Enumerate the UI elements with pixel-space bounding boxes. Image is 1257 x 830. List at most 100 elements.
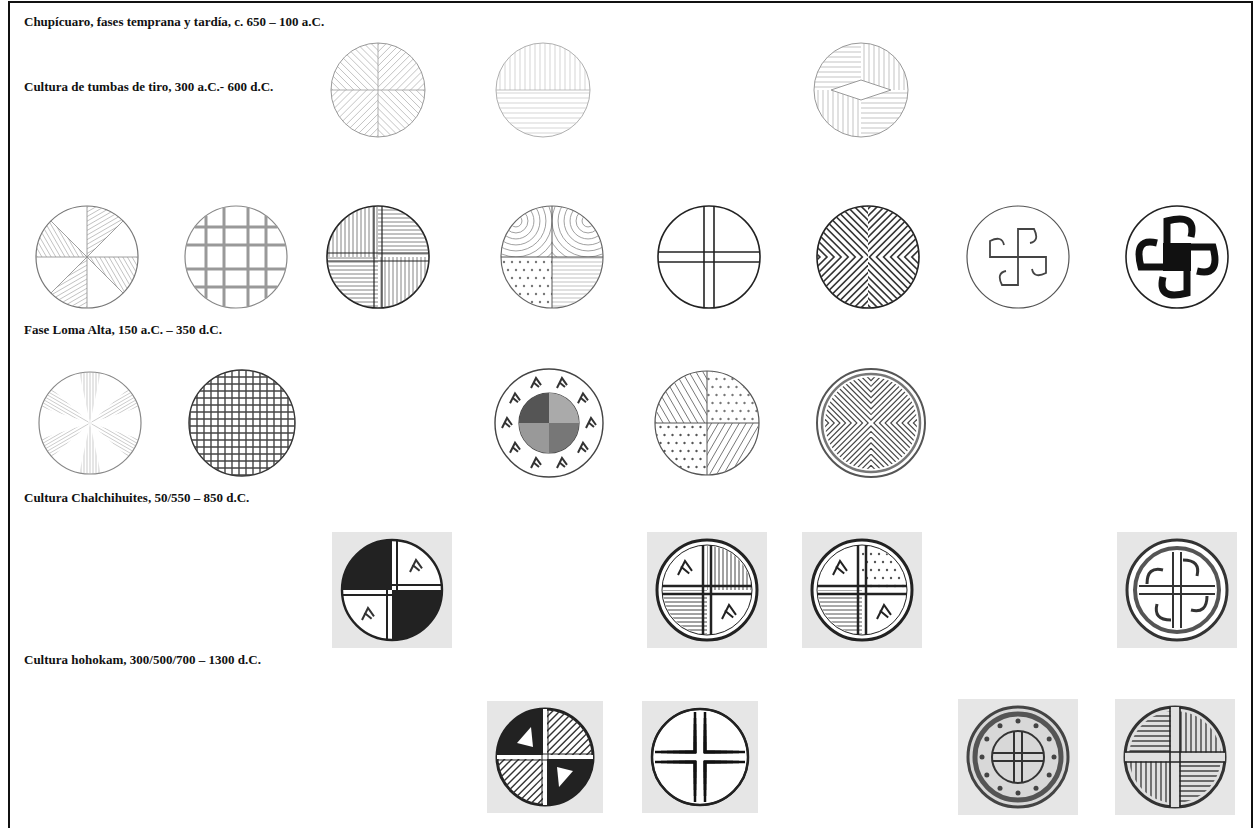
hatch-line [163,453,322,454]
dot [655,370,657,372]
dot [659,458,661,460]
hatch-line [163,376,322,377]
hatch-group [790,342,953,505]
hatch-line [12,364,145,441]
hatch-line [14,207,147,284]
hatch-line [312,56,412,156]
dot [703,434,705,436]
dot [894,569,896,571]
dot [543,293,545,295]
hatch-line [811,200,919,308]
dot [898,577,900,579]
hatch-line [203,344,204,503]
hatch-line [105,347,106,500]
dot [703,402,705,404]
cross-line [703,206,705,308]
hatch-line [81,172,158,305]
hatch-line [36,364,169,441]
arc-line [534,167,642,275]
hatch-line [641,546,773,547]
dot [751,418,753,420]
figure-glyph [833,561,847,575]
whorl-outline [1135,548,1219,632]
dot [659,410,661,412]
hatch-line [330,38,430,138]
hatch-line [9,359,142,436]
dot [519,213,521,215]
dot [555,253,557,255]
cross-line [342,584,442,586]
hatch-line [347,21,447,121]
dot [882,577,884,579]
hatch-line [294,344,295,503]
hatch-group [625,329,791,515]
hatch-line [373,181,374,334]
hatch-line [302,282,455,283]
cross-line [713,206,715,308]
whorl-outline [185,206,287,308]
hatch-line [294,344,295,503]
dot [727,418,729,420]
hatch-line [330,42,430,142]
hatch-line [302,242,455,243]
grid-band [247,207,250,306]
dot [707,410,709,412]
hatch-line [252,344,253,503]
hatch-line [779,168,887,276]
hatch-line [163,418,322,419]
hatch-line [48,343,181,420]
dot [687,450,689,452]
hatch-line [1,346,134,423]
hatch-line [163,446,322,447]
dot [523,205,525,207]
dot [687,418,689,420]
dot [679,418,681,420]
dot [671,402,673,404]
dot [723,378,725,380]
hatch-line [783,172,891,280]
chevron-line [673,730,695,752]
dot [894,617,896,619]
hatch-line [641,598,773,599]
dot [878,601,880,603]
hatch-line [163,411,322,412]
hatch-line [791,62,932,63]
dot [878,553,880,555]
hatch-line [49,341,182,418]
hatch-line [5,192,138,268]
hatch-line [302,234,455,235]
hatch-line [163,446,322,447]
hatch-line [326,42,426,142]
hatch-line [203,344,204,503]
hatch-group [473,43,614,133]
whorl-outline [1127,540,1227,640]
hatch-line [22,382,155,459]
hatch-line [818,207,926,315]
hatch-line [231,344,232,503]
dot [683,378,685,380]
dot [535,229,537,231]
hatch-line [846,170,954,278]
dot [707,378,709,380]
cross-line [552,206,553,308]
hatch-line [641,634,773,635]
hatch-line [791,72,932,73]
hatch-line [24,385,157,462]
hatch-line [69,347,70,500]
hatch-line [81,347,82,500]
hatch-line [163,404,322,405]
hatch-group [790,342,953,505]
hatch-line [793,182,901,290]
dot [755,394,757,396]
hatch-line [163,432,322,433]
dot [703,418,705,420]
hatch-line [6,194,139,270]
figure-glyph [877,605,891,619]
arc-line [570,203,606,239]
dot [743,370,745,372]
hatch-line [217,344,218,503]
dot [898,625,900,627]
hatch-line [295,73,395,173]
dot [842,577,844,579]
hatch-line [315,27,415,127]
